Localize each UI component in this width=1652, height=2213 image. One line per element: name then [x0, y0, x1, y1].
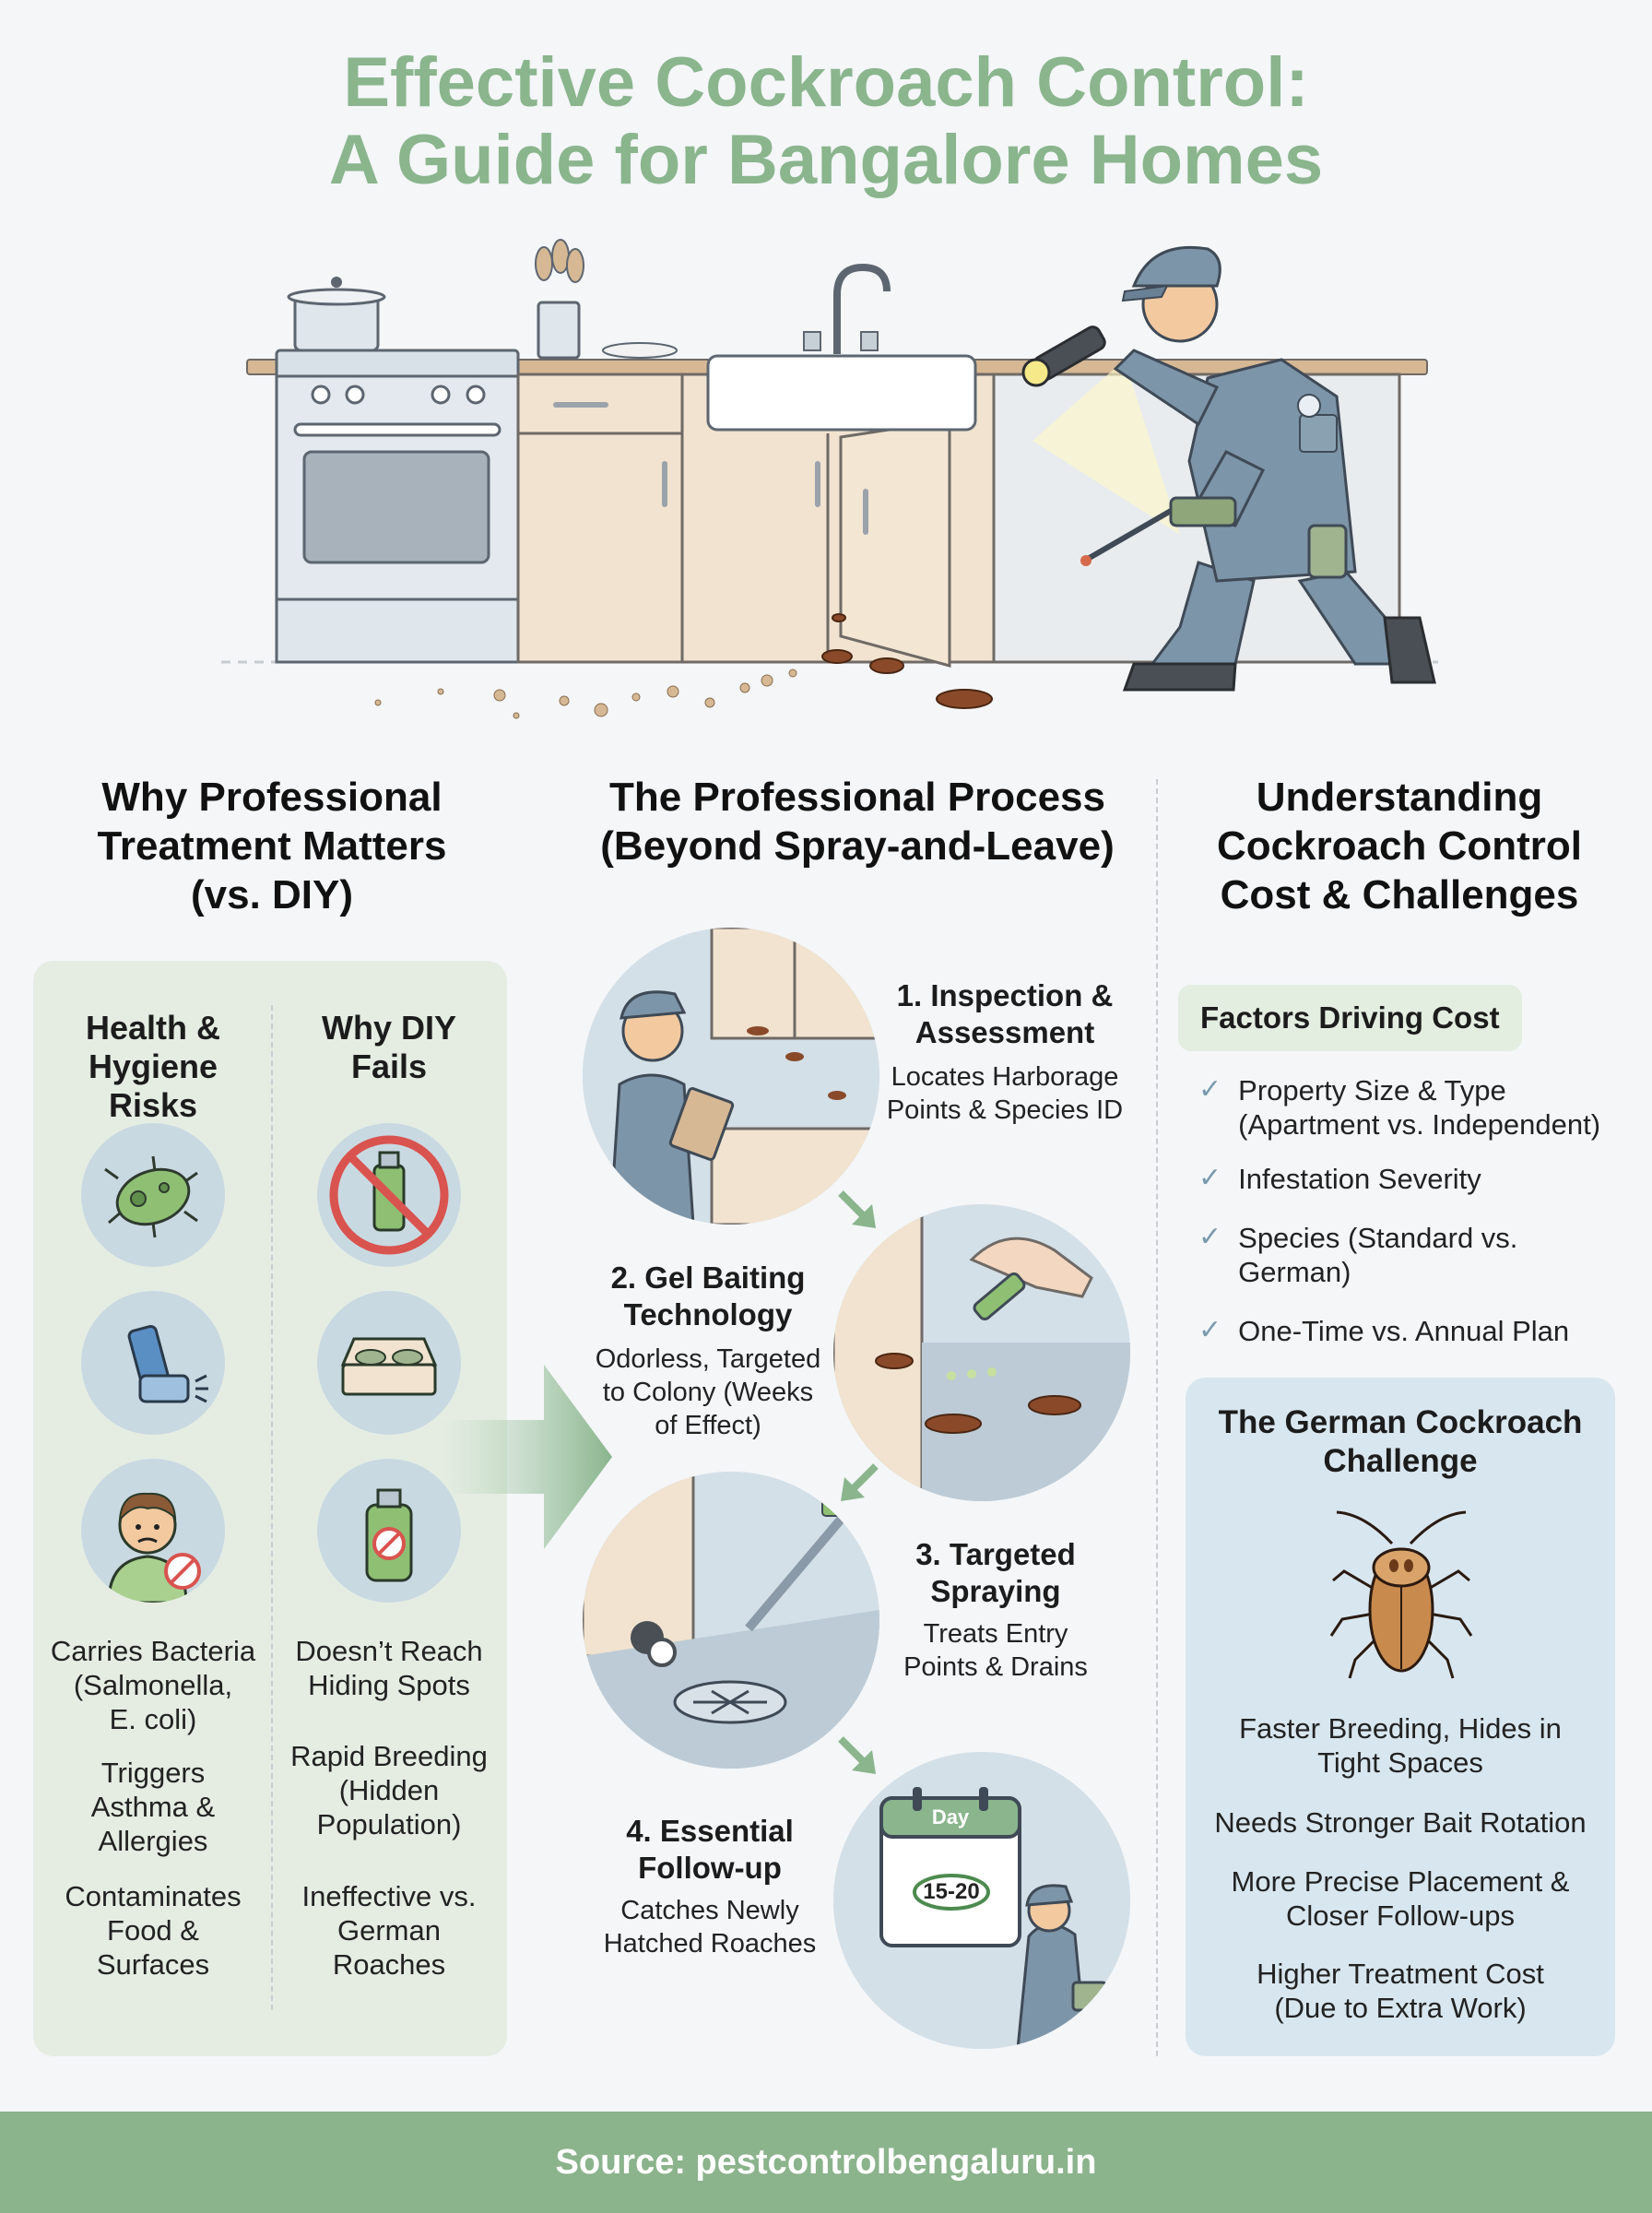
- step-4-title: 4. Essential Follow-up: [626, 1814, 794, 1885]
- factor-item: ✓ One-Time vs. Annual Plan: [1198, 1315, 1570, 1347]
- stove-icon: [275, 349, 520, 664]
- source-footer: Source: pestcontrolbengaluru.in: [0, 2112, 1652, 2213]
- health-item-3: Contaminates Food & Surfaces: [65, 1880, 242, 1981]
- small-arrow-icon: [841, 1463, 879, 1501]
- no-spray-icon: [317, 1123, 461, 1267]
- panel-divider: [271, 1005, 273, 2010]
- diy-fails-heading: Why DIY Fails: [321, 1009, 456, 1085]
- spray-can-icon: [317, 1459, 461, 1603]
- german-item-3: More Precise Placement & Closer Follow-u…: [1231, 1865, 1570, 1932]
- health-item-2: Triggers Asthma & Allergies: [90, 1757, 216, 1857]
- step-1-desc: Locates Harborage Points & Species ID: [886, 1062, 1124, 1125]
- factors-driving-cost-heading: Factors Driving Cost: [1178, 985, 1522, 1051]
- check-icon: ✓: [1198, 1222, 1222, 1252]
- step-3-desc: Treats Entry Points & Drains: [903, 1619, 1088, 1682]
- german-item-2: Needs Stronger Bait Rotation: [1214, 1806, 1587, 1839]
- german-cockroach-heading: The German Cockroach Challenge: [1218, 1404, 1583, 1479]
- arrow-right-icon: [442, 1365, 612, 1549]
- title-line-1: Effective Cockroach Control:: [343, 43, 1309, 122]
- title-line-2: A Guide for Bangalore Homes: [328, 121, 1324, 199]
- page-title: Effective Cockroach Control: A Guide for…: [0, 44, 1652, 199]
- middle-column-heading: The Professional Process (Beyond Spray-a…: [600, 775, 1115, 869]
- step-4-desc: Catches Newly Hatched Roaches: [603, 1896, 817, 1959]
- step-2-title: 2. Gel Baiting Technology: [610, 1260, 806, 1331]
- calendar-day-range: 15-20: [923, 1879, 980, 1904]
- diy-item-3: Ineffective vs. German Roaches: [301, 1880, 477, 1981]
- step-4-followup-illustration: Day 15-20: [833, 1752, 1130, 2049]
- sick-child-icon: [81, 1459, 225, 1603]
- step-1-title: 1. Inspection & Assessment: [896, 978, 1114, 1049]
- factor-item: ✓ Infestation Severity: [1198, 1163, 1481, 1195]
- bait-station-icon: [317, 1291, 461, 1435]
- german-cockroach-icon: [1329, 1510, 1473, 1679]
- left-column-heading: Why Professional Treatment Matters (vs. …: [97, 775, 447, 917]
- step-3-title: 3. Targeted Spraying: [915, 1537, 1076, 1608]
- check-icon: ✓: [1198, 1074, 1222, 1105]
- health-risks-heading: Health & Hygiene Risks: [85, 1009, 221, 1124]
- step-1-inspection-illustration: [583, 928, 879, 1225]
- german-item-1: Faster Breeding, Hides in Tight Spaces: [1239, 1712, 1562, 1779]
- column-divider: [1156, 779, 1158, 2056]
- german-cockroach-panel: [1186, 1378, 1615, 2056]
- step-2-gel-baiting-illustration: [833, 1204, 1130, 1501]
- check-icon: ✓: [1198, 1315, 1222, 1345]
- step-2-desc: Odorless, Targeted to Colony (Weeks of E…: [595, 1344, 821, 1440]
- check-icon: ✓: [1198, 1163, 1222, 1193]
- health-item-1: Carries Bacteria (Salmonella, E. coli): [50, 1635, 256, 1735]
- diy-item-2: Rapid Breeding (Hidden Population): [290, 1740, 488, 1840]
- utensil-holder-icon: [535, 239, 584, 360]
- cockroach-icon: [821, 613, 993, 709]
- technician-figure: [1021, 245, 1436, 692]
- step-3-spraying-illustration: [583, 1472, 879, 1769]
- calendar-day-label: Day: [931, 1805, 970, 1828]
- pot-icon: [287, 277, 386, 352]
- bacteria-icon: [81, 1123, 225, 1267]
- right-column-heading: Understanding Cockroach Control Cost & C…: [1216, 775, 1583, 917]
- inhaler-icon: [81, 1291, 225, 1435]
- german-item-4: Higher Treatment Cost (Due to Extra Work…: [1257, 1958, 1544, 2024]
- kitchen-hero-illustration: [221, 239, 1438, 719]
- factor-item: ✓ Species (Standard vs. German): [1198, 1222, 1518, 1288]
- factor-item: ✓ Property Size & Type (Apartment vs. In…: [1198, 1074, 1601, 1141]
- factor-list: ✓ Property Size & Type (Apartment vs. In…: [1198, 1073, 1632, 1348]
- diy-item-1: Doesn’t Reach Hiding Spots: [295, 1635, 483, 1701]
- small-arrow-icon: [838, 1190, 876, 1228]
